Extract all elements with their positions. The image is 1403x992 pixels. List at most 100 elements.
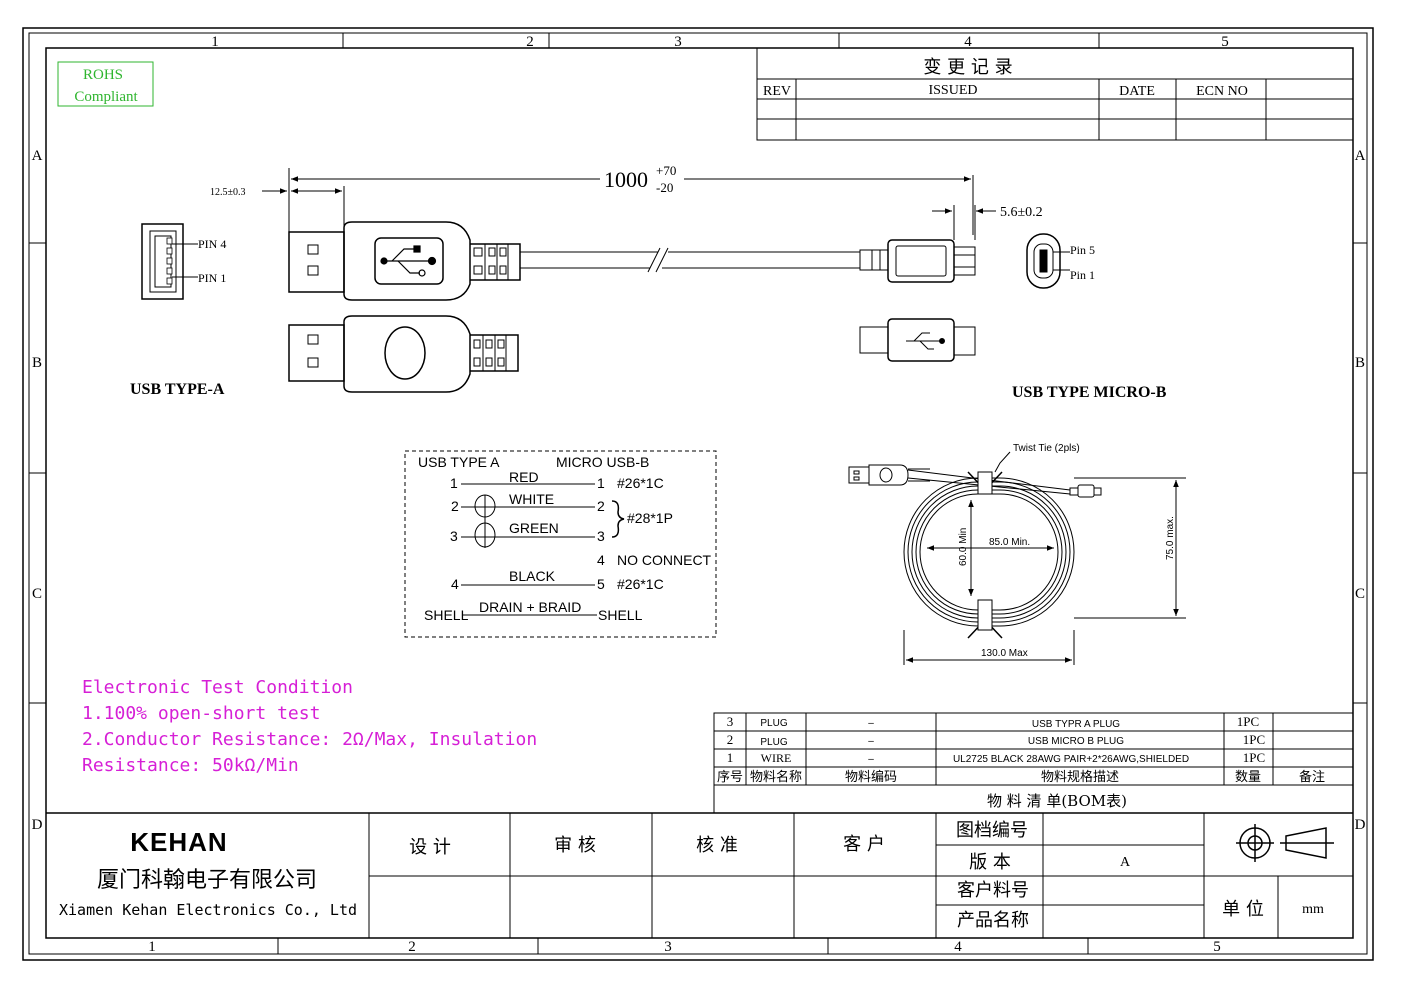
zone-labels: 1 2 3 4 5 1 2 3 4 5 A B C D A B C D [32, 34, 1366, 955]
zone-bottom-1: 1 [148, 939, 156, 955]
wiring-row1-wire: RED [509, 469, 539, 485]
test-condition: Electronic Test Condition 1.100% open-sh… [82, 677, 537, 776]
bom-row1-code: – [868, 718, 874, 729]
zone-top-1: 1 [211, 34, 219, 50]
bom-row1-spec: USB TYPR A PLUG [1032, 719, 1120, 730]
wiring-row6-left: SHELL [424, 607, 469, 623]
wiring-pair-spec: #28*1P [627, 510, 673, 526]
wiring-row6-wire: DRAIN + BRAID [479, 599, 581, 615]
wiring-row2-right: 2 [597, 498, 605, 514]
zone-left-d: D [32, 817, 43, 833]
projection-symbol-icon [1236, 824, 1334, 862]
wiring-row4-spec: NO CONNECT [617, 552, 712, 568]
zone-right-b: B [1355, 355, 1365, 371]
rohs-line1: ROHS [83, 67, 123, 83]
zone-bottom-2: 2 [408, 939, 416, 955]
coil-twist-tie-label: Twist Tie (2pls) [1013, 443, 1080, 454]
usb-a-pin4-label: PIN 4 [198, 237, 226, 251]
length-value: 1000 [604, 167, 648, 192]
zone-top-4: 4 [964, 34, 972, 50]
revision-table: 变 更 记 录 REV ISSUED DATE ECN NO [756, 47, 1354, 141]
plug-a-dimension [262, 186, 345, 232]
cable-coil: Twist Tie (2pls) 85.0 Min. 130.0 Max 60.… [848, 443, 1186, 665]
rohs-line2: Compliant [74, 89, 138, 105]
unit-value: mm [1302, 902, 1324, 917]
bom-header-spec: 物料规格描述 [1041, 769, 1119, 785]
micro-b-pin1-label: Pin 1 [1070, 268, 1095, 282]
coil-inner-width: 85.0 Min. [989, 537, 1030, 548]
wiring-row4-right: 4 [597, 552, 605, 568]
coil-inner-height: 60.0 Min [958, 528, 969, 566]
zone-right-a: A [1355, 148, 1366, 164]
bom-row1-name: PLUG [760, 718, 787, 729]
bom-row3-name: WIRE [761, 751, 792, 765]
micro-b-plug-bottom [859, 318, 976, 362]
wiring-diagram: USB TYPE A MICRO USB-B 1 RED 1 #26*1C 2 … [404, 450, 717, 638]
bom-row3-code: – [868, 754, 874, 765]
plug-a-dim-label: 12.5±0.3 [210, 187, 246, 198]
drawing-no-label: 图档编号 [956, 820, 1028, 841]
coil-outer-width: 130.0 Max [981, 648, 1028, 659]
rev-header: REV [763, 84, 791, 99]
length-upper-tolerance: +70 [656, 163, 676, 178]
title-block: KEHAN 厦门科翰电子有限公司 Xiamen Kehan Electronic… [46, 812, 1353, 938]
design-label: 设 计 [409, 837, 451, 858]
wiring-row5-spec: #26*1C [617, 576, 664, 592]
test-condition-line1: 1.100% open-short test [82, 703, 320, 724]
bom-title: 物 料 清 单(BOM表) [987, 792, 1127, 810]
micro-dim-label: 5.6±0.2 [1000, 205, 1043, 220]
wiring-row3-left: 3 [450, 528, 458, 544]
test-condition-line2: 2.Conductor Resistance: 2Ω/Max, Insulati… [82, 729, 537, 750]
version-value: A [1120, 855, 1131, 870]
zone-left-a: A [32, 148, 43, 164]
usb-a-front-view [141, 223, 198, 300]
bom-row1-qty: 1PC [1237, 714, 1259, 729]
wiring-header-left: USB TYPE A [418, 454, 500, 470]
wiring-row5-left: 4 [451, 576, 459, 592]
wiring-row3-right: 3 [597, 528, 605, 544]
bom-header-name: 物料名称 [750, 769, 802, 785]
bom-header-note: 备注 [1299, 769, 1325, 785]
rohs-box: ROHS Compliant [57, 61, 154, 107]
revision-table-title: 变 更 记 录 [923, 57, 1012, 78]
test-condition-line3: Resistance: 50kΩ/Min [82, 755, 299, 776]
test-condition-title: Electronic Test Condition [82, 677, 353, 698]
zone-bottom-3: 3 [664, 939, 672, 955]
wiring-row5-wire: BLACK [509, 568, 556, 584]
issued-header: ISSUED [928, 83, 977, 98]
zone-bottom-4: 4 [954, 939, 962, 955]
zone-bottom-5: 5 [1213, 939, 1221, 955]
bom-table: 3 PLUG – USB TYPR A PLUG 1PC 2 PLUG – US… [713, 712, 1354, 814]
bom-header-no: 序号 [717, 770, 743, 785]
wiring-row3-wire: GREEN [509, 520, 559, 536]
wiring-row1-right: 1 [597, 475, 605, 491]
wiring-row1-left: 1 [450, 475, 458, 491]
review-label: 审 核 [554, 835, 596, 856]
zone-right-c: C [1355, 586, 1365, 602]
coil-outer-height: 75.0 max. [1165, 516, 1176, 560]
bom-row2-code: – [868, 736, 874, 747]
length-dimension [288, 168, 974, 235]
wiring-row1-spec: #26*1C [617, 475, 664, 491]
bom-row1-no: 3 [727, 714, 734, 729]
zone-right-d: D [1355, 817, 1366, 833]
wiring-row6-right: SHELL [598, 607, 643, 623]
wiring-row2-left: 2 [451, 498, 459, 514]
bom-row3-qty: 1PC [1243, 750, 1265, 765]
wiring-header-right: MICRO USB-B [556, 454, 649, 470]
usb-a-plug-bottom [288, 315, 519, 393]
zone-top-2: 2 [526, 34, 534, 50]
usb-a-title: USB TYPE-A [130, 381, 225, 398]
product-name-label: 产品名称 [957, 910, 1029, 931]
zone-top-5: 5 [1221, 34, 1229, 50]
micro-b-plug-top [859, 239, 976, 283]
company-name-en: Xiamen Kehan Electronics Co., Ltd [59, 901, 357, 919]
company-logo: KEHAN [130, 827, 227, 857]
bom-row3-spec: UL2725 BLACK 28AWG PAIR+2*26AWG,SHIELDED [953, 754, 1189, 765]
bom-header-code: 物料编码 [845, 770, 897, 785]
zone-top-3: 3 [674, 34, 682, 50]
zone-left-c: C [32, 586, 42, 602]
bom-header-qty: 数量 [1235, 770, 1261, 785]
wiring-row5-right: 5 [597, 576, 605, 592]
